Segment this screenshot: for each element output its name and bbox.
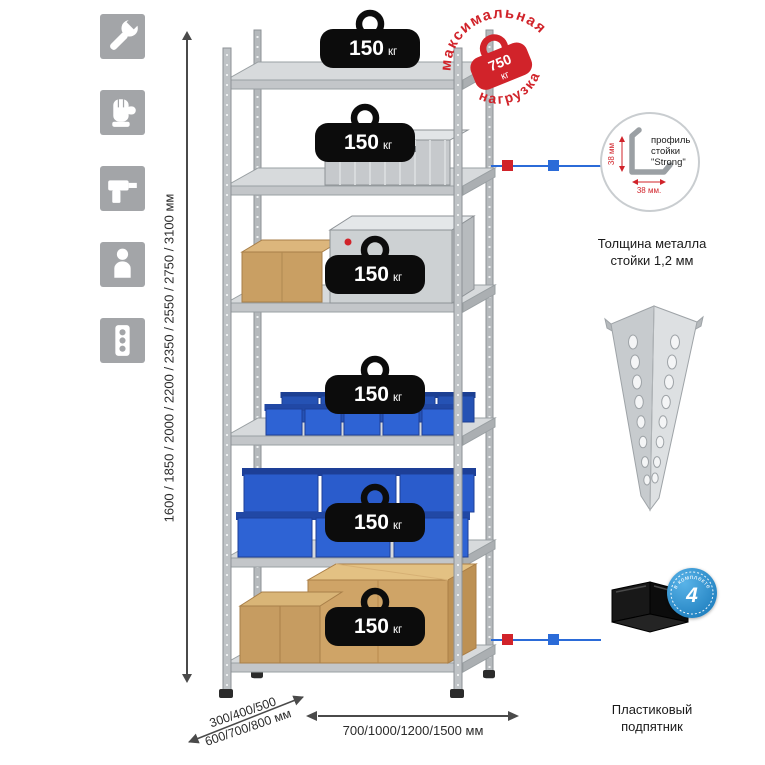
height-dim-arrow-top — [182, 31, 192, 40]
load-badge: 150 кг — [315, 103, 415, 162]
load-badge: 150 кг — [325, 587, 425, 646]
feature-icon-person — [100, 242, 145, 287]
foot-caption: Пластиковый подпятник — [611, 702, 693, 734]
profile-dim-horizontal: 38 мм. — [632, 179, 666, 195]
profile-label: профиль стойки "Strong" — [651, 135, 690, 168]
load-unit: кг — [393, 272, 402, 284]
callout-marker-red-bottom — [502, 634, 513, 645]
feature-icon-wrench — [100, 14, 145, 59]
load-value: 150 — [354, 263, 389, 286]
cardboard-box — [238, 591, 344, 664]
load-badge: 150 кг — [325, 355, 425, 414]
width-dim-arrow-right — [508, 711, 519, 721]
feature-icon-level — [100, 318, 145, 363]
drill-icon — [108, 180, 137, 203]
angle-post-holes — [628, 334, 680, 486]
load-badge: 150 кг — [325, 235, 425, 294]
svg-text:38 мм: 38 мм — [607, 143, 616, 165]
profile-dim-vertical: 38 мм — [607, 136, 625, 172]
feature-icon-drill — [100, 166, 145, 211]
load-value: 150 — [349, 37, 384, 60]
width-dim-arrow-left — [306, 711, 317, 721]
glove-icon — [112, 99, 136, 127]
load-value: 150 — [354, 615, 389, 638]
svg-text:38 мм.: 38 мм. — [637, 186, 661, 195]
profile-caption: Толщина металла стойки 1,2 мм — [597, 236, 707, 268]
angle-post-image — [604, 305, 704, 512]
wrench-icon — [110, 14, 141, 50]
level-icon — [115, 325, 130, 356]
load-value: 150 — [344, 131, 379, 154]
rack-rear-posts — [251, 29, 495, 679]
load-badge: 150 кг — [325, 483, 425, 542]
callout-marker-blue-bottom — [548, 634, 559, 645]
feature-icon-glove — [100, 90, 145, 135]
quantity-badge: в комплекте 4 — [667, 568, 717, 618]
load-unit: кг — [393, 624, 402, 636]
max-load-stamp: максимальная нагрузка 750 кг — [422, 0, 553, 117]
callout-marker-red-top — [502, 160, 513, 171]
stamp-unit: кг — [499, 69, 511, 82]
load-unit: кг — [383, 140, 392, 152]
callout-line-top — [491, 165, 603, 167]
load-value: 150 — [354, 383, 389, 406]
depth-dim-line — [188, 695, 304, 744]
height-dim-line — [186, 40, 188, 674]
callout-marker-blue-top — [548, 160, 559, 171]
load-unit: кг — [393, 520, 402, 532]
load-badge: 150 кг — [320, 9, 420, 68]
load-unit: кг — [393, 392, 402, 404]
width-dim-label: 700/1000/1200/1500 мм — [342, 723, 484, 738]
shelving-rack-illustration: 150 кг 150 кг 150 кг 150 кг 150 кг — [219, 9, 497, 698]
profile-drawing: 38 мм 38 мм. профиль стойки "Strong" — [607, 127, 690, 195]
profile-callout: 38 мм 38 мм. профиль стойки "Strong" — [600, 112, 700, 212]
cardboard-box — [240, 239, 344, 303]
load-unit: кг — [388, 46, 397, 58]
badge-number: 4 — [685, 584, 698, 607]
svg-text:профиль: профиль — [651, 135, 690, 146]
stamp-weight-icon: 750 кг — [470, 34, 533, 90]
svg-text:"Strong": "Strong" — [651, 157, 686, 168]
height-dim-arrow-bottom — [182, 674, 192, 683]
quantity-badge-art: в комплекте 4 — [670, 571, 714, 615]
person-icon — [114, 248, 131, 278]
load-value: 150 — [354, 511, 389, 534]
callout-line-bottom — [491, 639, 601, 641]
height-dim-label: 1600 / 1850 / 2000 / 2200 / 2350 / 2550 … — [161, 193, 177, 523]
svg-text:стойки: стойки — [651, 146, 680, 157]
width-dim-line — [318, 715, 508, 717]
